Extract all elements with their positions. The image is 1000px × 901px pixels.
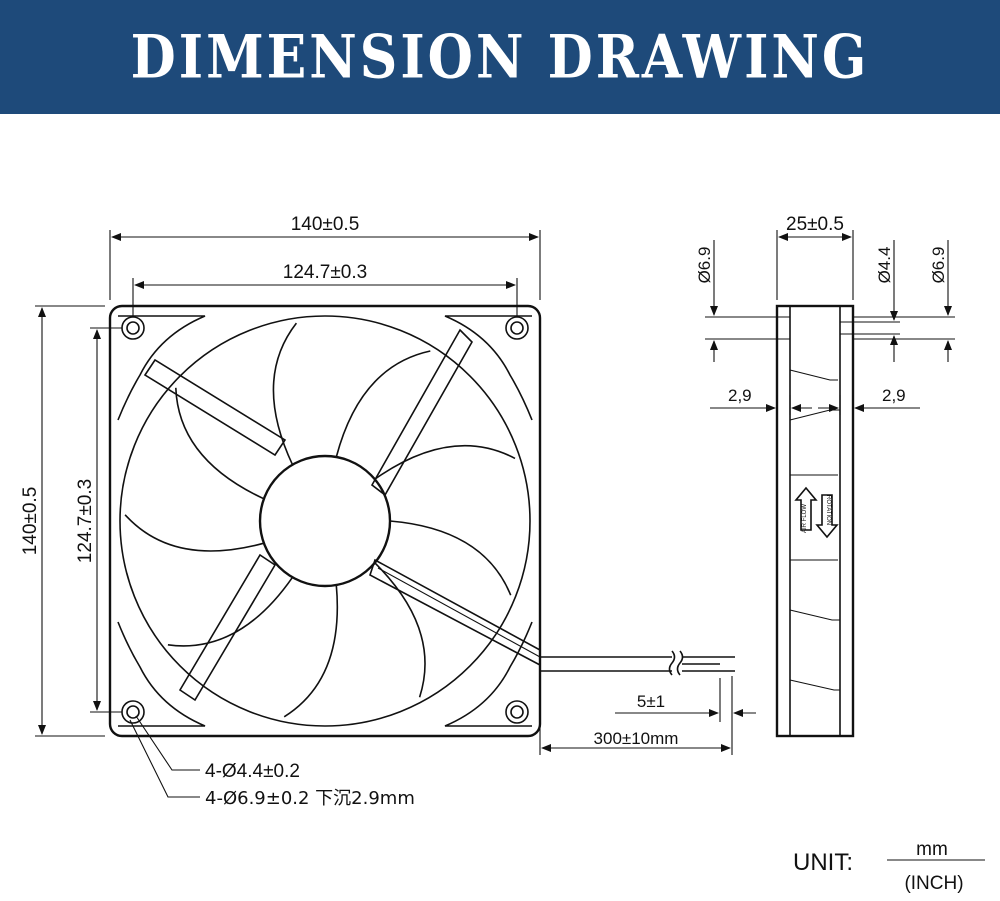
side-blade-upper [789,369,840,476]
hole-inner-br [510,705,524,719]
hole-outer-tr [505,316,529,340]
fan-front-view [108,304,735,738]
dim-height-overall: 140±0.5 [20,487,41,556]
fan-blades [124,322,516,718]
hole-callouts: 4-Ø4.4±0.2 4-Ø6.9±0.2 下沉2.9mm [129,715,415,809]
cable-dimensions: 300±10mm 5±1 [539,676,756,755]
corner-pad-tl [117,315,206,421]
svg-text:ROTATION: ROTATION [825,495,831,525]
dim-height-holes: 124.7±0.3 [75,479,96,563]
front-top-dimensions: 140±0.5 124.7±0.3 [109,214,541,316]
unit-secondary: (INCH) [904,873,963,894]
callout-hole-counterbore: 4-Ø6.9±0.2 下沉2.9mm [205,788,415,809]
strut-lower-left [178,553,277,702]
fan-blade [374,562,426,698]
fan-blade [272,322,298,466]
side-hole-dimensions: Ø6.9 Ø4.4 Ø6.9 [695,240,955,362]
fan-opening [119,315,531,727]
page-title: DIMENSION DRAWING [130,21,870,93]
side-frame-outline [775,304,855,738]
dim-width-overall: 140±0.5 [291,214,360,235]
corner-pad-br [444,621,533,727]
dim-cable-length: 300±10mm [594,729,679,748]
unit-label: UNIT: [793,849,853,876]
hole-inner-tl [126,321,140,335]
unit-primary: mm [916,839,948,860]
callout-hole-through: 4-Ø4.4±0.2 [205,761,300,782]
side-blade-lower [789,559,840,691]
dim-depth-right: 2,9 [882,386,906,405]
corner-pad-tr [444,315,533,421]
rotation-arrow-icon: ROTATION [815,494,839,539]
fan-side-view: AIR FLOW ROTATION [775,304,855,738]
dim-dia-right: Ø6.9 [929,247,948,284]
fan-blade [167,576,294,647]
fan-blade [283,584,339,718]
strut-channel-line [377,567,541,658]
unit-legend: UNIT: mm (INCH) [793,839,985,894]
hole-inner-tr [510,321,524,335]
front-left-dimensions: 140±0.5 124.7±0.3 [20,305,122,737]
side-thickness-dimension: 25±0.5 [776,214,854,300]
strut-upper-left [143,358,287,457]
fan-blade [389,520,512,596]
dim-dia-left: Ø6.9 [695,247,714,284]
hole-inner-bl [126,705,140,719]
dim-width-holes: 124.7±0.3 [283,262,367,283]
power-cable [540,650,735,676]
dimension-drawing: 140±0.5 124.7±0.3 140±0.5 124.7±0.3 4-Ø4… [20,214,985,894]
airflow-arrow-icon: AIR FLOW [794,486,818,533]
dim-depth-left: 2,9 [728,386,752,405]
dim-thickness: 25±0.5 [786,214,844,235]
hole-outer-br [505,700,529,724]
hole-outer-bl [121,700,145,724]
hole-outer-tl [121,316,145,340]
fan-blade [374,444,516,480]
fan-frame-outline [108,304,542,738]
dim-cable-strip: 5±1 [637,692,665,711]
fan-blade [335,350,431,458]
title-banner: DIMENSION DRAWING [0,0,1000,114]
fan-blade [124,514,265,552]
strut-cable-channel [369,558,541,667]
corner-pad-bl [117,621,206,727]
dim-dia-mid: Ø4.4 [875,247,894,284]
fan-hub [258,454,392,588]
svg-text:AIR FLOW: AIR FLOW [802,504,808,533]
side-depth-dimensions: 2,9 2,9 [710,386,920,415]
fan-blade [175,387,265,500]
